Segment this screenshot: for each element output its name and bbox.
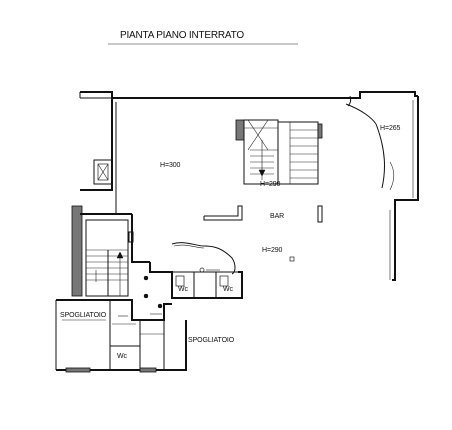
stairwell-left bbox=[71, 205, 134, 297]
room-label-spogliatoio-2: SPOGLIATOIO bbox=[188, 337, 235, 344]
wc-block bbox=[143, 262, 243, 309]
plan-title: PIANTA PIANO INTERRATO bbox=[120, 30, 244, 41]
central-stair bbox=[235, 119, 323, 185]
exterior-walls bbox=[79, 91, 419, 281]
room-label-height-290-stair: H=290 bbox=[260, 181, 281, 188]
shaft-block bbox=[93, 159, 113, 185]
room-label-spogliatoio-1: SPOGLIATOIO bbox=[60, 312, 107, 319]
room-label-height-290-bar: H=290 bbox=[262, 247, 283, 254]
curved-counter bbox=[171, 242, 236, 275]
changing-rooms bbox=[55, 299, 187, 373]
right-curved-wall bbox=[345, 95, 395, 191]
room-label-wc-3: Wc bbox=[117, 353, 128, 360]
room-label-height-300: H=300 bbox=[160, 162, 181, 169]
room-label-wc-2: Wc bbox=[223, 286, 234, 293]
room-label-wc-1: Wc bbox=[178, 286, 189, 293]
room-label-height-265: H=265 bbox=[380, 125, 401, 132]
bar-counter bbox=[203, 205, 323, 262]
room-label-bar: BAR bbox=[270, 213, 284, 220]
